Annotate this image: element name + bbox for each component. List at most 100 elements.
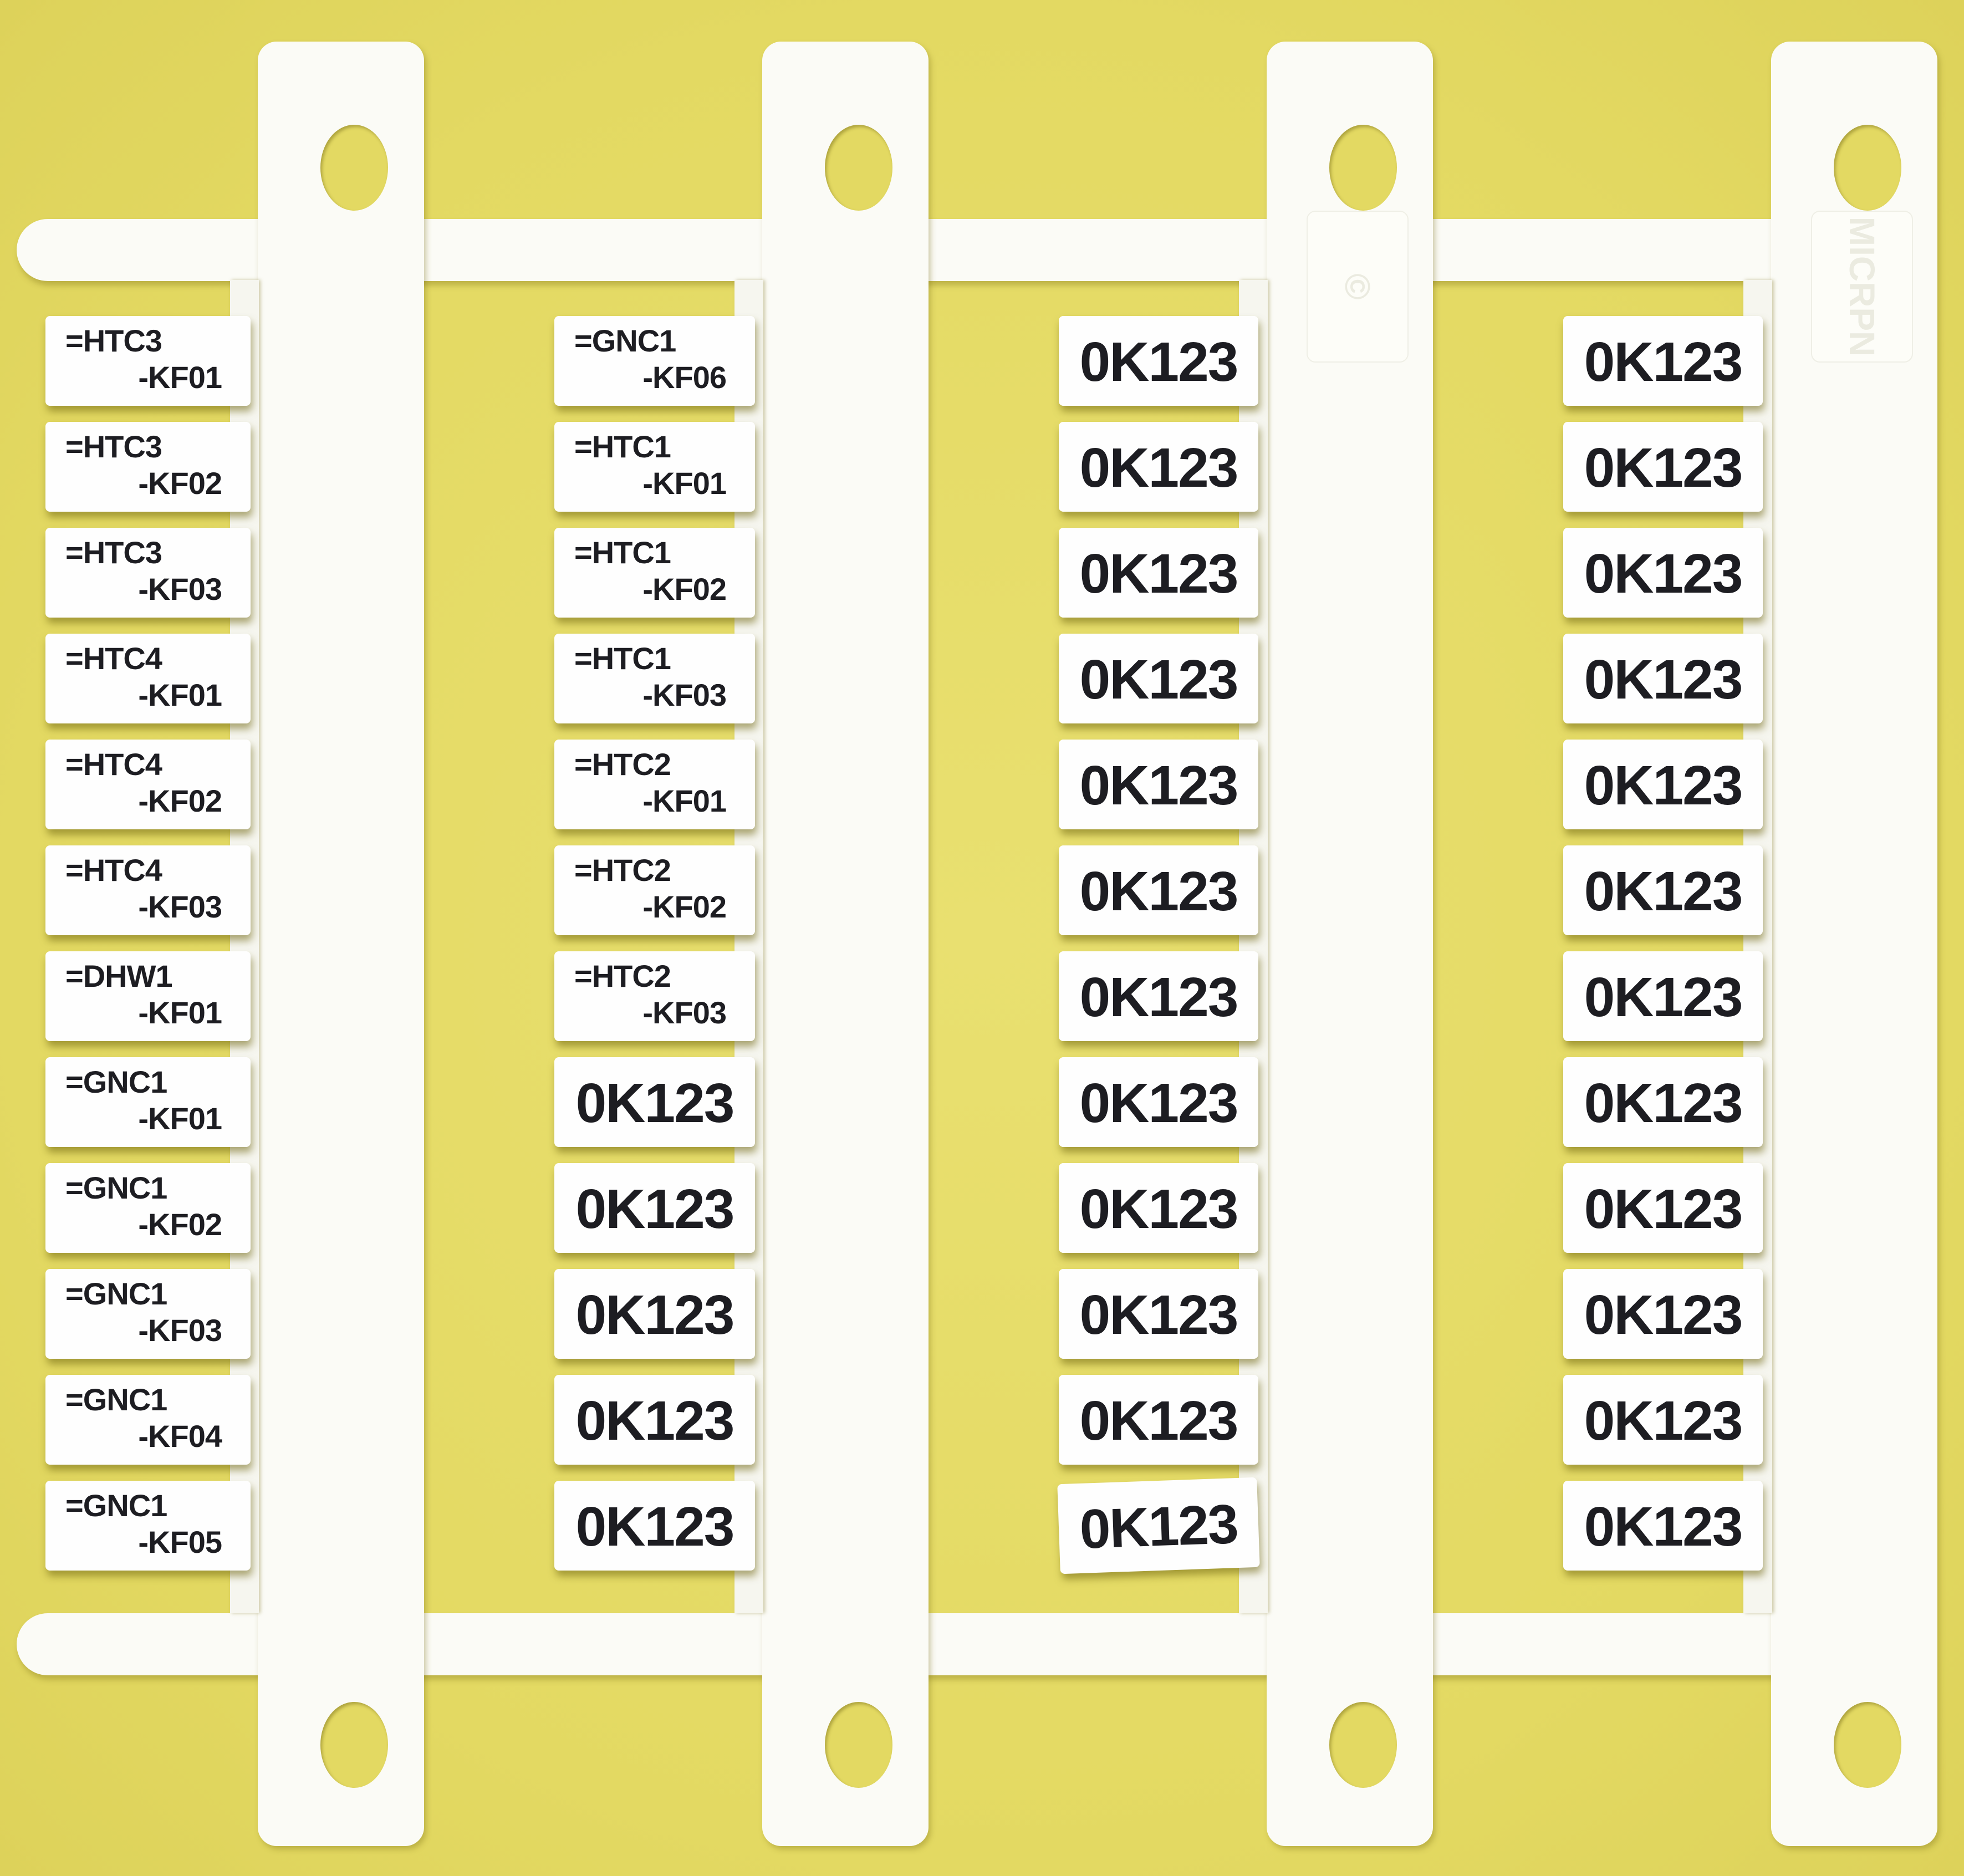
marker-tag[interactable]: 0K123: [1059, 528, 1258, 618]
marker-tag[interactable]: =DHW1-KF01: [45, 951, 251, 1041]
marker-tag[interactable]: 0K123: [1563, 1269, 1763, 1359]
tag-code: 0K123: [1079, 1390, 1239, 1452]
tag-code: 0K123: [1584, 1178, 1743, 1240]
marker-tag[interactable]: 0K123: [1059, 1375, 1258, 1465]
tag-code: 0K123: [1584, 1072, 1743, 1134]
marker-tag[interactable]: 0K123: [1563, 422, 1763, 512]
marker-tag[interactable]: =HTC3-KF02: [45, 422, 251, 512]
tag-system-code: =GNC1: [65, 1170, 167, 1205]
marker-tag[interactable]: 0K123: [1059, 634, 1258, 723]
marker-tag[interactable]: 0K123: [1563, 528, 1763, 618]
tag-device-code: -KF03: [642, 995, 727, 1030]
tag-device-code: -KF02: [138, 466, 222, 501]
marker-tag[interactable]: =GNC1-KF02: [45, 1163, 251, 1253]
marker-tag[interactable]: 0K123: [1563, 1481, 1763, 1571]
tag-code: 0K123: [575, 1390, 735, 1452]
tag-system-code: =GNC1: [65, 1276, 167, 1311]
marker-tag[interactable]: =HTC4-KF03: [45, 845, 251, 935]
marker-tag[interactable]: =HTC4-KF01: [45, 634, 251, 723]
tag-code: 0K123: [1584, 860, 1743, 922]
marker-tag[interactable]: =HTC2-KF01: [554, 740, 755, 829]
tag-device-code: -KF06: [642, 360, 727, 395]
tag-device-code: -KF01: [138, 360, 222, 395]
vertical-bar-3: ©: [1267, 42, 1433, 1846]
tag-device-code: -KF02: [642, 572, 727, 606]
tag-system-code: =HTC4: [65, 641, 162, 676]
tag-system-code: =HTC1: [574, 535, 671, 570]
tag-code: 0K123: [1079, 543, 1239, 605]
tag-code: 0K123: [1079, 649, 1239, 711]
tag-system-code: =GNC1: [65, 1382, 167, 1417]
tag-code: 0K123: [1079, 437, 1239, 499]
tag-device-code: -KF01: [138, 995, 222, 1030]
mount-hole-top: [1329, 125, 1397, 211]
tag-system-code: =DHW1: [65, 959, 173, 993]
marker-tag[interactable]: 0K123: [1563, 634, 1763, 723]
marker-tag[interactable]: 0K123: [554, 1163, 755, 1253]
tag-code: 0K123: [1584, 543, 1743, 605]
tag-code: 0K123: [575, 1072, 735, 1134]
marker-tag[interactable]: 0K123: [1563, 845, 1763, 935]
marker-tag[interactable]: =HTC4-KF02: [45, 740, 251, 829]
tag-device-code: -KF05: [138, 1525, 222, 1559]
tag-system-code: =GNC1: [65, 1064, 167, 1099]
mount-hole-top: [320, 125, 388, 211]
marker-tag[interactable]: =GNC1-KF04: [45, 1375, 251, 1465]
tag-system-code: =HTC1: [574, 641, 671, 676]
marker-tag[interactable]: 0K123: [1563, 316, 1763, 406]
marker-tag[interactable]: 0K123: [1563, 1163, 1763, 1253]
marker-tag[interactable]: =HTC1-KF02: [554, 528, 755, 618]
marker-tag[interactable]: =HTC1-KF03: [554, 634, 755, 723]
tag-code: 0K123: [1079, 1072, 1239, 1134]
tag-code: 0K123: [1584, 331, 1743, 393]
marker-tag[interactable]: =GNC1-KF05: [45, 1481, 251, 1571]
tag-device-code: -KF01: [642, 783, 727, 818]
marker-tag[interactable]: =GNC1-KF06: [554, 316, 755, 406]
tag-code: 0K123: [1079, 331, 1239, 393]
tag-system-code: =HTC2: [574, 959, 671, 993]
marker-tag[interactable]: 0K123: [1059, 845, 1258, 935]
marker-tag[interactable]: =GNC1-KF01: [45, 1057, 251, 1147]
tag-device-code: -KF03: [642, 677, 727, 712]
marker-tag[interactable]: 0K123: [554, 1481, 755, 1571]
marker-tag[interactable]: 0K123: [554, 1057, 755, 1147]
marker-tag[interactable]: 0K123: [1059, 422, 1258, 512]
marker-tag[interactable]: =HTC2-KF02: [554, 845, 755, 935]
marker-tag[interactable]: 0K123: [1059, 316, 1258, 406]
tag-system-code: =HTC4: [65, 747, 162, 782]
tag-system-code: =GNC1: [574, 323, 676, 358]
marker-tag[interactable]: =HTC1-KF01: [554, 422, 755, 512]
marker-tag[interactable]: 0K123: [554, 1269, 755, 1359]
tag-code: 0K123: [1584, 755, 1743, 817]
embossed-logo: ©: [1307, 211, 1409, 363]
mount-hole-bottom: [1329, 1702, 1397, 1788]
marker-tag[interactable]: 0K123: [1563, 1375, 1763, 1465]
tag-device-code: -KF02: [138, 783, 222, 818]
marker-tag[interactable]: 0K123: [554, 1375, 755, 1465]
marker-tag[interactable]: 0K123: [1563, 951, 1763, 1041]
embossed-brand: MICRPN: [1811, 211, 1913, 363]
tag-system-code: =HTC1: [574, 429, 671, 464]
tag-code: 0K123: [1584, 1284, 1743, 1346]
marker-tag[interactable]: 0K123: [1563, 740, 1763, 829]
marker-tag[interactable]: 0K123: [1059, 951, 1258, 1041]
marker-tag[interactable]: =GNC1-KF03: [45, 1269, 251, 1359]
tag-system-code: =HTC2: [574, 747, 671, 782]
marker-tag[interactable]: 0K123: [1563, 1057, 1763, 1147]
tag-code: 0K123: [1079, 1284, 1239, 1346]
mount-hole-bottom: [320, 1702, 388, 1788]
marker-tag[interactable]: 0K123: [1059, 740, 1258, 829]
tag-code: 0K123: [1584, 1390, 1743, 1452]
marker-tag[interactable]: =HTC2-KF03: [554, 951, 755, 1041]
marker-tag[interactable]: =HTC3-KF01: [45, 316, 251, 406]
marker-tag[interactable]: 0K123: [1059, 1163, 1258, 1253]
mount-hole-top: [825, 125, 892, 211]
mount-hole-bottom: [1834, 1702, 1901, 1788]
marker-tag[interactable]: 0K123: [1057, 1477, 1260, 1574]
tag-code: 0K123: [575, 1178, 735, 1240]
mount-hole-top: [1834, 125, 1901, 211]
marker-tag[interactable]: =HTC3-KF03: [45, 528, 251, 618]
marker-tag[interactable]: 0K123: [1059, 1269, 1258, 1359]
tag-device-code: -KF03: [138, 889, 222, 924]
marker-tag[interactable]: 0K123: [1059, 1057, 1258, 1147]
